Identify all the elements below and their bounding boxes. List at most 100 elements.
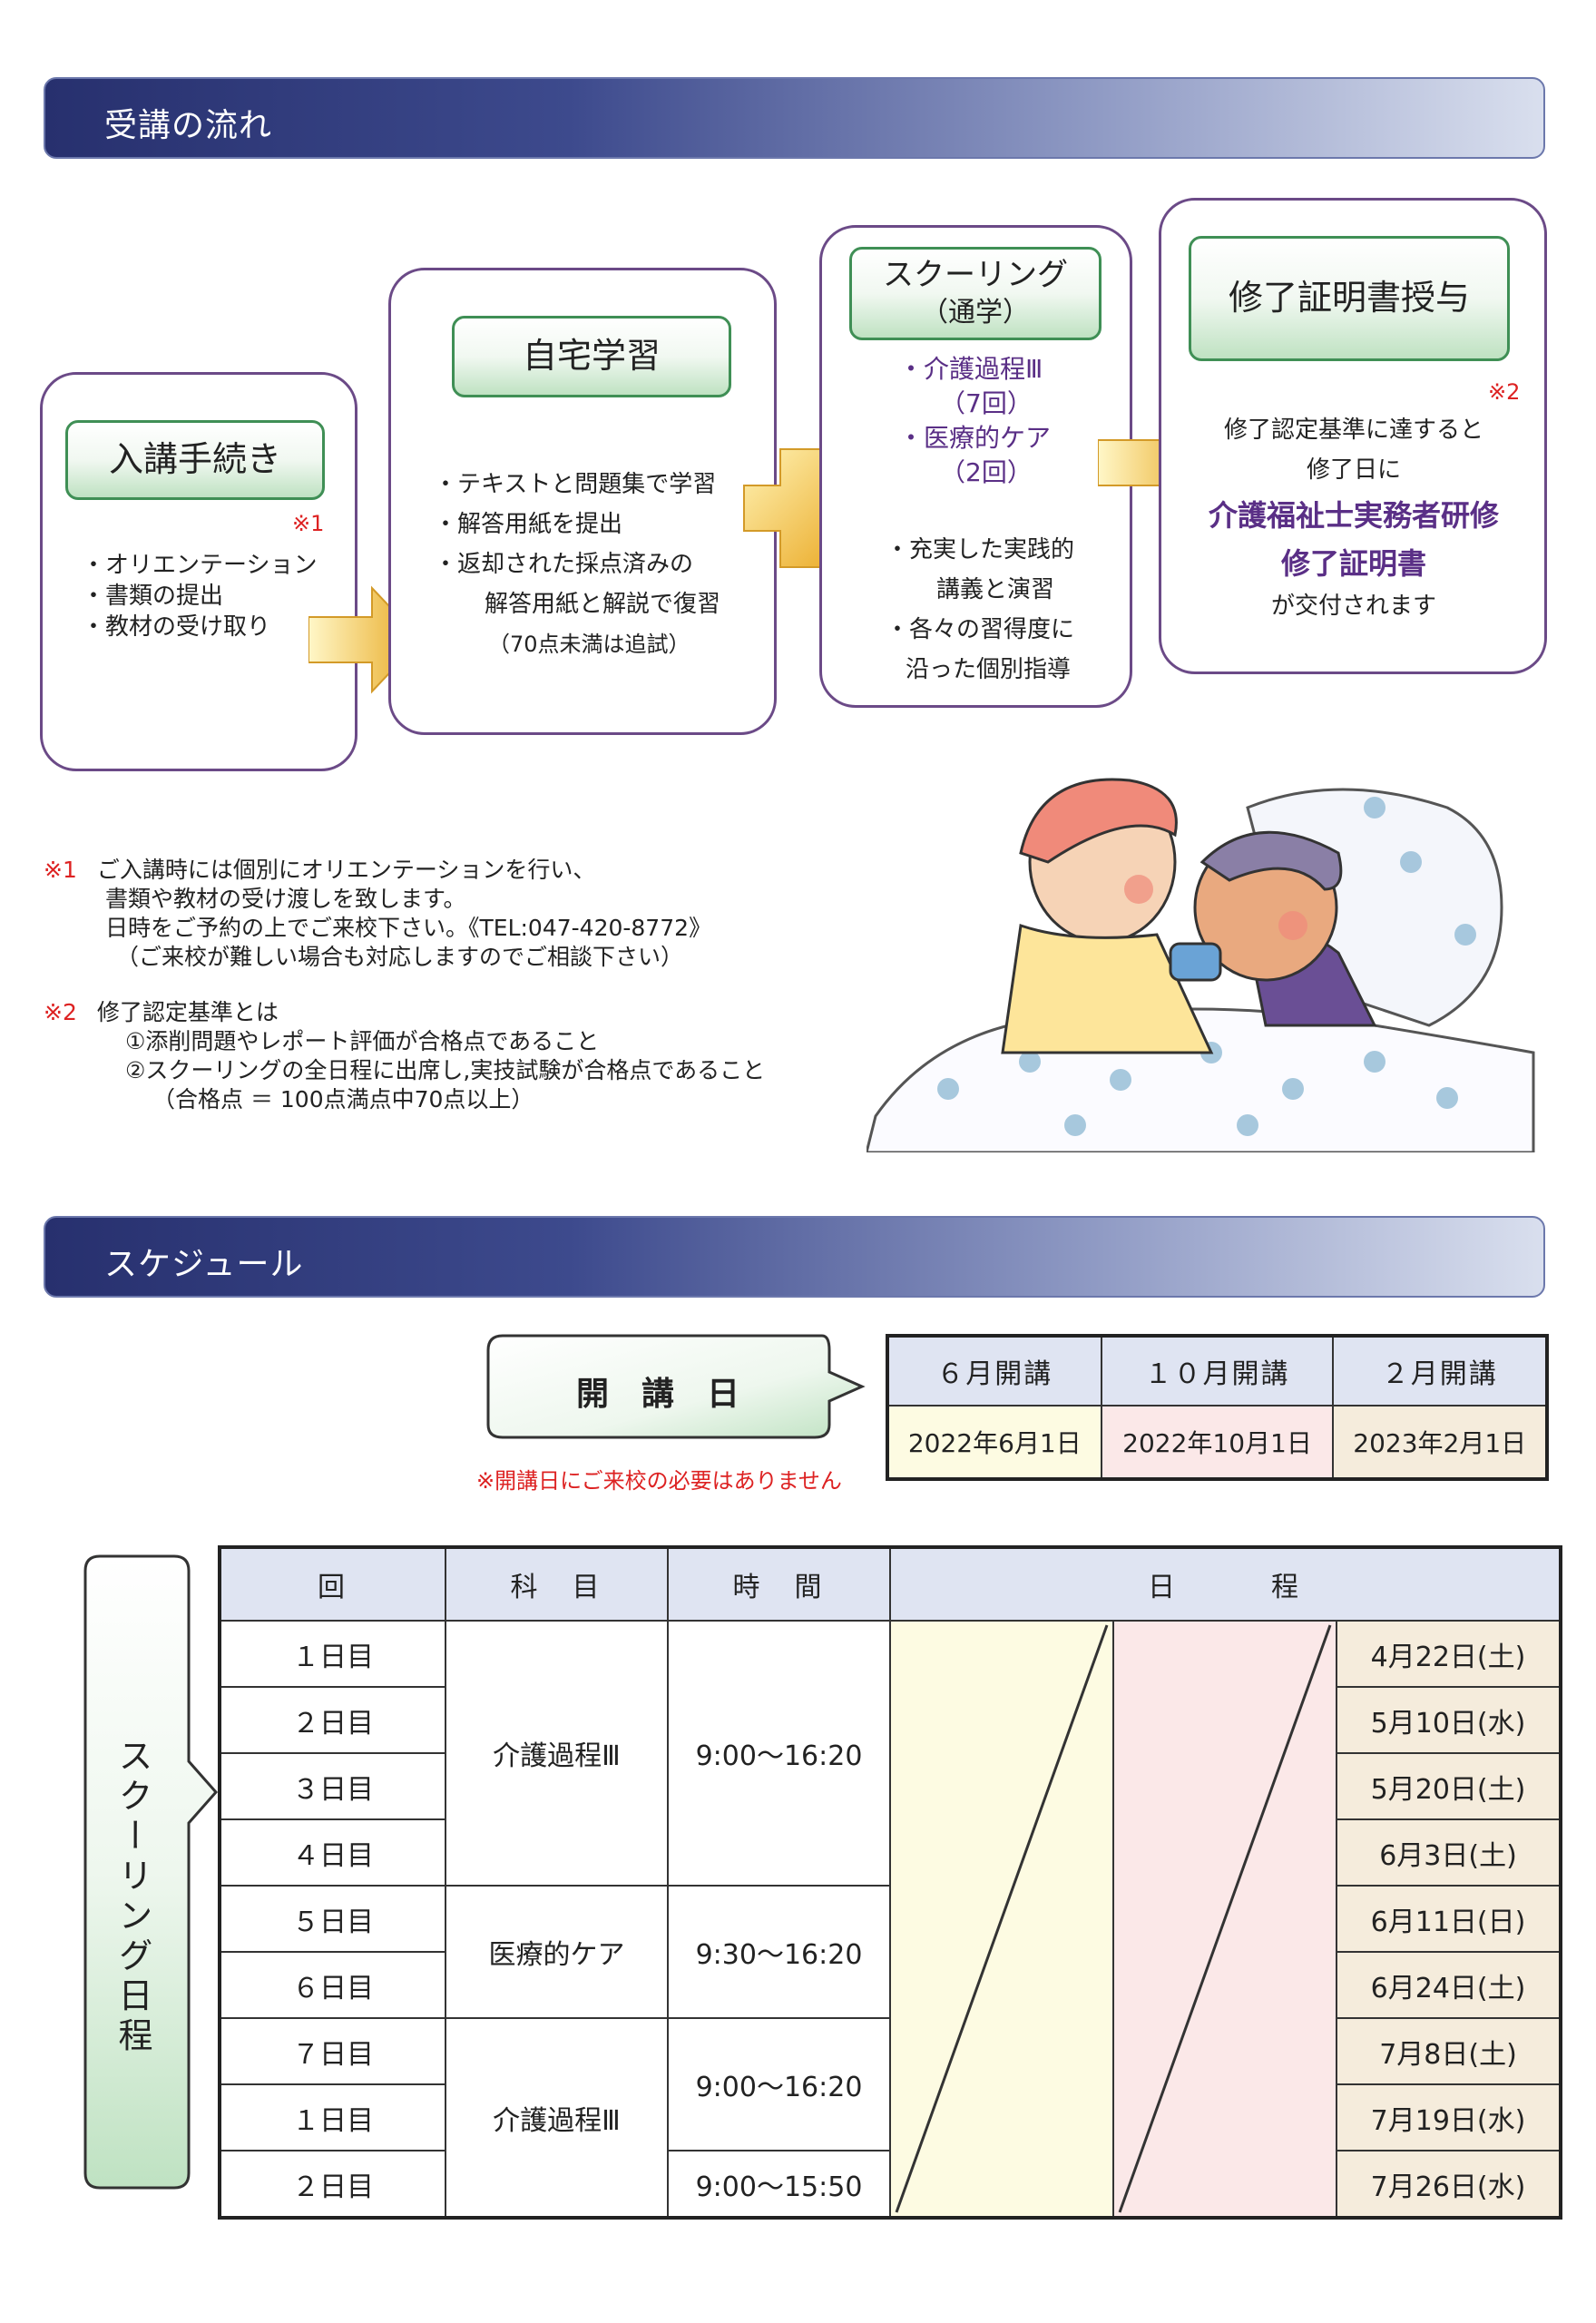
note-line: ①添削問題やレポート評価が合格点であること bbox=[125, 1028, 600, 1054]
table-header-row: 回 科 目 時 間 日 程 bbox=[219, 1546, 1562, 1622]
row-kai: ６日目 bbox=[219, 1951, 446, 2019]
table-row: ６日目 6月24日(土) bbox=[219, 1951, 1562, 2019]
note-line: （合格点 ＝ 100点満点中70点以上） bbox=[152, 1086, 534, 1112]
open-header-june: ６月開講 bbox=[886, 1335, 1102, 1407]
list-item: ・書類の提出 bbox=[82, 583, 224, 610]
flow-section-bar: 受講の流れ bbox=[44, 77, 1545, 159]
list-item: （70点未満は追試） bbox=[488, 632, 690, 657]
step-items-schooling: ・介護過程Ⅲ （7回） ・医療的ケア （2回） bbox=[898, 352, 1051, 490]
step-title-home-study: 自宅学習 bbox=[452, 316, 731, 397]
row-kai: ３日目 bbox=[219, 1752, 446, 1820]
row-subject: 介護過程Ⅲ bbox=[445, 1620, 669, 1887]
row-date: 6月24日(土) bbox=[1336, 1951, 1562, 2019]
note-1: ※1 ご入講時には個別にオリエンテーションを行い、 書類や教材の受け渡しを致しま… bbox=[44, 856, 711, 972]
row-date: 6月11日(日) bbox=[1336, 1885, 1562, 1953]
open-day-label: 開 講 日 bbox=[575, 1376, 739, 1413]
note-1-mark: ※1 bbox=[44, 857, 77, 883]
note-mark-1: ※1 bbox=[292, 511, 325, 536]
step-title-enrollment: 入講手続き bbox=[65, 420, 325, 500]
certificate-highlight: 修了証明書 bbox=[1280, 546, 1426, 581]
row-date: 5月20日(土) bbox=[1336, 1752, 1562, 1820]
open-date-february: 2023年2月1日 bbox=[1332, 1405, 1548, 1480]
header-schedule: 日 程 bbox=[889, 1546, 1562, 1622]
row-date: 7月26日(水) bbox=[1336, 2150, 1562, 2219]
row-date: 7月19日(水) bbox=[1336, 2083, 1562, 2151]
row-time: 9:00〜16:20 bbox=[667, 1620, 891, 1887]
row-date: 6月3日(土) bbox=[1336, 1818, 1562, 1887]
row-kai: ５日目 bbox=[219, 1885, 446, 1953]
note-mark-2: ※2 bbox=[1488, 379, 1521, 405]
caregiver-illustration bbox=[867, 778, 1535, 1152]
row-date: 5月10日(水) bbox=[1336, 1686, 1562, 1754]
row-time: 9:00〜15:50 bbox=[667, 2150, 891, 2219]
row-kai: ７日目 bbox=[219, 2017, 446, 2085]
certificate-line: 修了認定基準に達すると bbox=[1223, 417, 1483, 444]
note-line: 日時をご予約の上でご来校下さい。《TEL:047-420-8772》 bbox=[105, 915, 712, 941]
row-date: 7月8日(土) bbox=[1336, 2017, 1562, 2085]
table-row: ５日目 医療的ケア 9:30〜16:20 6月11日(日) bbox=[219, 1885, 1562, 2019]
list-item: ・返却された採点済みの bbox=[434, 551, 694, 578]
step-title-home-study-text: 自宅学習 bbox=[522, 336, 661, 377]
schedule-table: 回 科 目 時 間 日 程 １日目 介護過程Ⅲ 9:00〜16:20 4月22日… bbox=[218, 1545, 1562, 2220]
table-row: 2022年6月1日 2022年10月1日 2023年2月1日 bbox=[886, 1405, 1548, 1480]
certificate-highlight: 介護福祉士実務者研修 bbox=[1208, 498, 1499, 533]
schedule-section-title: スケジュール bbox=[104, 1246, 304, 1283]
schedule-october-empty bbox=[1112, 1620, 1337, 2219]
step-desc-certificate: 修了認定基準に達すると 修了日に 介護福祉士実務者研修 修了証明書 が交付されま… bbox=[1172, 410, 1535, 626]
row-kai: １日目 bbox=[219, 2083, 446, 2151]
open-day-table: ６月開講 １０月開講 ２月開講 2022年6月1日 2022年10月1日 202… bbox=[886, 1334, 1549, 1481]
open-date-october: 2022年10月1日 bbox=[1100, 1405, 1335, 1480]
open-date-june: 2022年6月1日 bbox=[886, 1405, 1102, 1480]
step-title-certificate-text: 修了証明書授与 bbox=[1228, 278, 1470, 319]
row-subject: 医療的ケア bbox=[445, 1885, 669, 2019]
certificate-line: 修了日に bbox=[1306, 456, 1401, 484]
step-items-enrollment: ・オリエンテーション ・書類の提出 ・教材の受け取り bbox=[82, 550, 317, 642]
table-row: １日目 介護過程Ⅲ 9:00〜16:20 4月22日(土) bbox=[219, 1620, 1562, 2219]
list-item: ・各々の習得度に bbox=[886, 616, 1075, 643]
row-subject: 介護過程Ⅲ bbox=[445, 2017, 669, 2219]
note-line: 書類や教材の受け渡しを致します。 bbox=[105, 886, 466, 912]
list-item: （7回） bbox=[940, 388, 1033, 418]
schooling-side-label-shape bbox=[83, 1554, 219, 2190]
flow-section-title: 受講の流れ bbox=[104, 107, 273, 144]
table-row: ２日目 5月10日(水) bbox=[219, 1686, 1562, 1754]
note-line: ご入講時には個別にオリエンテーションを行い、 bbox=[96, 857, 596, 883]
list-item: ・テキストと問題集で学習 bbox=[434, 471, 717, 498]
diagonal-line bbox=[895, 1624, 1109, 2213]
row-time: 9:30〜16:20 bbox=[667, 1885, 891, 2019]
list-item: ・介護過程Ⅲ bbox=[898, 354, 1043, 384]
schedule-june-empty bbox=[889, 1620, 1114, 2219]
header-subject: 科 目 bbox=[445, 1546, 669, 1622]
diagonal-line bbox=[1118, 1624, 1332, 2213]
list-item: 講義と演習 bbox=[936, 576, 1055, 603]
note-2-mark: ※2 bbox=[44, 999, 77, 1025]
row-date: 4月22日(土) bbox=[1336, 1620, 1562, 1688]
row-time: 9:00〜16:20 bbox=[667, 2017, 891, 2151]
open-header-october: １０月開講 bbox=[1100, 1335, 1335, 1407]
note-line: 修了認定基準とは bbox=[96, 999, 279, 1025]
list-item: ・教材の受け取り bbox=[82, 613, 271, 641]
header-time: 時 間 bbox=[667, 1546, 891, 1622]
list-item: 沿った個別指導 bbox=[906, 656, 1072, 683]
schooling-side-label: スクーリング日程 bbox=[113, 1738, 152, 2057]
list-item: ・オリエンテーション bbox=[82, 552, 318, 579]
list-item: ・充実した実践的 bbox=[886, 536, 1075, 564]
row-kai: １日目 bbox=[219, 1620, 446, 1688]
list-item: 解答用紙と解説で復習 bbox=[485, 591, 721, 618]
table-row: ２日目 9:00〜15:50 7月26日(水) bbox=[219, 2150, 1562, 2219]
table-row: ３日目 5月20日(土) bbox=[219, 1752, 1562, 1820]
table-row: ４日目 6月3日(土) bbox=[219, 1818, 1562, 1887]
step-items-home-study: ・テキストと問題集で学習 ・解答用紙を提出 ・返却された採点済みの 解答用紙と解… bbox=[434, 465, 720, 664]
step-subtitle-schooling-text: （通学） bbox=[921, 296, 1030, 328]
row-kai: ２日目 bbox=[219, 2150, 446, 2219]
certificate-line: が交付されます bbox=[1270, 593, 1436, 620]
schedule-section-bar: スケジュール bbox=[44, 1216, 1545, 1298]
header-kai: 回 bbox=[219, 1546, 446, 1622]
open-header-february: ２月開講 bbox=[1332, 1335, 1548, 1407]
row-kai: ２日目 bbox=[219, 1686, 446, 1754]
table-row: ７日目 介護過程Ⅲ 9:00〜16:20 7月8日(土) bbox=[219, 2017, 1562, 2219]
note-line: ②スクーリングの全日程に出席し,実技試験が合格点であること bbox=[125, 1057, 766, 1083]
open-day-label-shape bbox=[486, 1334, 866, 1439]
list-item: （2回） bbox=[940, 457, 1033, 487]
note-2: ※2 修了認定基準とは ①添削問題やレポート評価が合格点であること ②スクーリン… bbox=[44, 998, 765, 1114]
